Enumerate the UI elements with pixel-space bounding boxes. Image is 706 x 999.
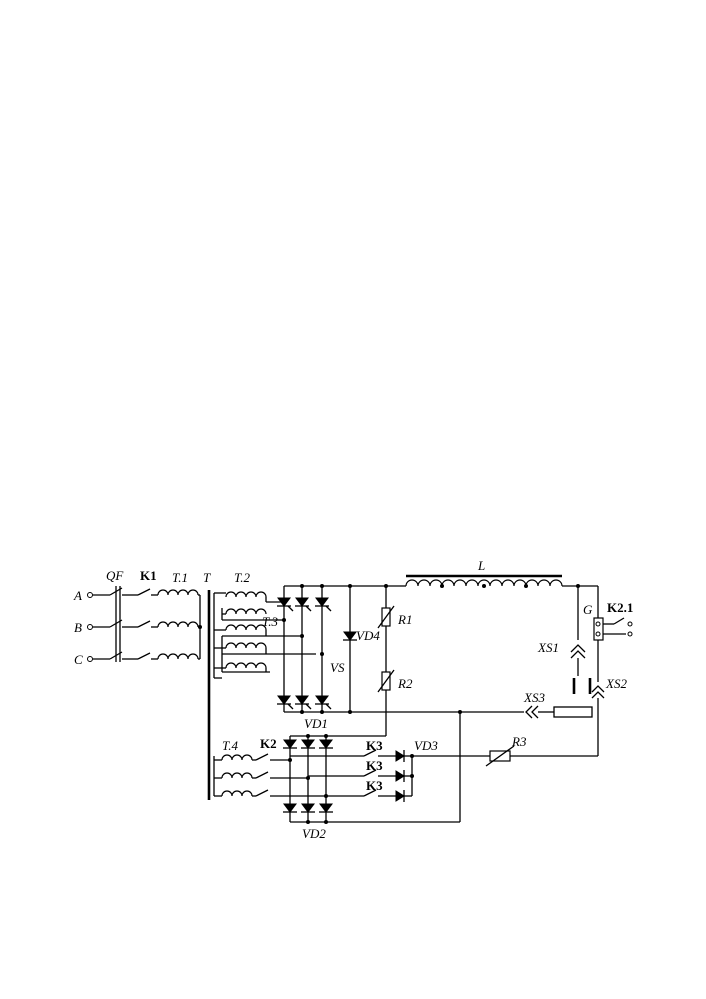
g-label: G	[583, 602, 593, 617]
g-sensor	[593, 617, 604, 641]
k3-label-2: K3	[366, 758, 383, 773]
k2-label: K2	[260, 736, 277, 751]
vs-thyristor-bridge: VS	[277, 584, 460, 714]
k1-contactor: K1	[137, 568, 158, 660]
k21-terminal-1	[627, 621, 633, 627]
thyristor-bottom-3	[315, 695, 329, 705]
t1-primary-windings: T.1	[157, 570, 202, 660]
phase-label-a: A	[73, 588, 82, 603]
transformer-core: T	[203, 570, 211, 800]
t4-windings: T.4 K2	[213, 736, 326, 797]
vd1-vd2-bridges: VD1 VD2	[283, 716, 387, 841]
r3-label: R3	[511, 734, 527, 749]
vs-label: VS	[330, 660, 345, 675]
l-inductor: L	[400, 558, 598, 588]
k3-label-3: K3	[366, 778, 383, 793]
thyristor-top-2	[295, 597, 309, 607]
k1-label: K1	[140, 568, 157, 583]
t2-label: T.2	[234, 570, 251, 585]
k21-label: K2.1	[607, 600, 633, 615]
vd4-diode: VD4	[343, 584, 380, 714]
xs3-connector: XS3	[290, 690, 593, 823]
xs2-label: XS2	[605, 676, 627, 691]
thyristor-top-1	[277, 597, 291, 607]
terminal-b	[87, 624, 93, 630]
r1-r2-resistors: R1 R2	[377, 584, 413, 730]
thyristor-bottom-1	[277, 695, 291, 705]
r2-label: R2	[397, 676, 413, 691]
phase-label-b: B	[74, 620, 82, 635]
t1-label: T.1	[172, 570, 188, 585]
output-section: G K2.1 XS1 XS2	[510, 586, 633, 757]
thyristor-bottom-2	[295, 695, 309, 705]
l-label: L	[477, 558, 485, 573]
vd1-label: VD1	[304, 716, 328, 731]
vd4-label: VD4	[356, 628, 380, 643]
vd3-label: VD3	[414, 738, 438, 753]
thyristor-top-3	[315, 597, 329, 607]
k21-terminal-2	[627, 631, 633, 637]
t4-label: T.4	[222, 738, 239, 753]
xs3-label: XS3	[523, 690, 545, 705]
qf-breaker: QF	[106, 568, 138, 662]
vd2-label: VD2	[302, 826, 326, 841]
terminal-c	[87, 656, 93, 662]
t-label: T	[203, 570, 211, 585]
input-phases: A B C	[73, 588, 110, 667]
xs1-label: XS1	[537, 640, 559, 655]
t3-label: T.3	[262, 614, 279, 629]
terminal-a	[87, 592, 93, 598]
k3-label-1: K3	[366, 738, 383, 753]
r1-label: R1	[397, 612, 412, 627]
xs3-plug	[553, 706, 593, 718]
k3-vd3-r3-section: K3 K3 K3 VD3 R3	[290, 734, 527, 802]
t2-t3-windings: T.2 T.3	[213, 570, 316, 679]
phase-label-c: C	[74, 652, 83, 667]
qf-label: QF	[106, 568, 124, 583]
